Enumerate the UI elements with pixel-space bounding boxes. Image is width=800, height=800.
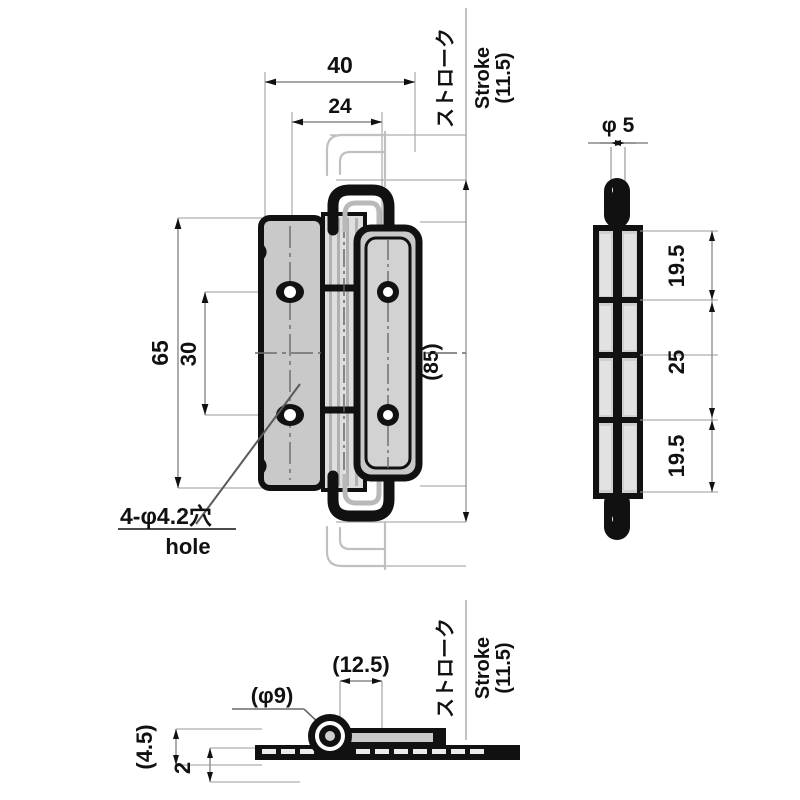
stroke-label-en-bottom: Stroke <box>472 637 494 699</box>
dim-offset-12p5: (12.5) <box>332 652 390 742</box>
bracket-hole <box>377 404 399 426</box>
dim-label-24: 24 <box>328 95 352 118</box>
dim-label-19p5-bottom: 19.5 <box>664 435 689 478</box>
side-extension-lines <box>640 230 718 493</box>
dim-label-25: 25 <box>664 350 689 374</box>
dim-label-85: (85) <box>420 343 443 380</box>
front-view: 40 24 65 30 (85) <box>118 52 470 571</box>
dim-segment-middle-25: 25 <box>664 300 715 420</box>
dim-label-4p5: (4.5) <box>132 724 157 769</box>
bracket-arm-top <box>327 184 395 236</box>
bottom-view: (12.5) (φ9) (4.5) 2 <box>132 652 520 783</box>
dim-label-12p5: (12.5) <box>332 652 389 677</box>
dim-thickness-4p5: (4.5) <box>132 724 262 770</box>
stroke-annotation-top: ストローク Stroke (11.5) <box>434 8 515 180</box>
phantom-bracket-top <box>325 130 387 188</box>
callout-label-phi9: (φ9) <box>251 683 294 708</box>
centre-lines-left <box>255 226 470 480</box>
hole-callout-leader <box>195 383 301 525</box>
side-body <box>593 180 643 536</box>
stroke-annotation-bottom: ストローク Stroke (11.5) <box>434 600 515 740</box>
dim-label-19p5-top: 19.5 <box>664 245 689 288</box>
mounting-hole <box>276 281 304 303</box>
stroke-label-en-top: Stroke <box>472 47 494 109</box>
bracket-hole <box>377 281 399 303</box>
dim-label-phi5: φ 5 <box>602 114 635 137</box>
dim-label-40: 40 <box>327 52 353 78</box>
hole-callout: 4-φ4.2穴 hole <box>118 503 236 559</box>
dim-label-30: 30 <box>176 342 201 366</box>
dim-label-2: 2 <box>170 762 195 774</box>
right-leaf-bracket <box>327 184 423 522</box>
hole-callout-spec-en: hole <box>165 534 210 559</box>
mounting-hole <box>276 404 304 426</box>
dim-width-40: 40 <box>265 52 415 86</box>
dim-segment-bottom-19p5: 19.5 <box>664 420 715 492</box>
left-leaf-plate <box>195 215 470 525</box>
callout-phi9: (φ9) <box>232 683 325 729</box>
dim-thickness-2: 2 <box>170 747 300 783</box>
phantom-bracket-bottom <box>325 520 387 571</box>
bottom-plate <box>255 714 520 760</box>
dim-height-65: 65 <box>147 218 182 488</box>
dim-segment-top-19p5: 19.5 <box>664 231 715 300</box>
stroke-label-jp-bottom: ストローク <box>434 618 457 718</box>
bottom-plate-dashes <box>262 749 484 754</box>
bracket-arm-top-inner <box>342 200 382 232</box>
dim-label-65: 65 <box>147 340 173 366</box>
stroke-label-jp-top: ストローク <box>434 28 457 128</box>
dim-width-24: 24 <box>292 95 382 126</box>
side-view: φ 5 <box>588 114 718 540</box>
dim-pin-diameter: φ 5 <box>588 114 648 190</box>
bracket-arm-bottom <box>327 470 395 522</box>
stroke-value-top: (11.5) <box>493 52 515 103</box>
bracket-arm-bottom-inner <box>342 474 382 506</box>
stroke-value-bottom: (11.5) <box>493 642 515 693</box>
dim-height-30: 30 <box>176 292 209 415</box>
hole-callout-spec: 4-φ4.2穴 <box>120 503 212 529</box>
